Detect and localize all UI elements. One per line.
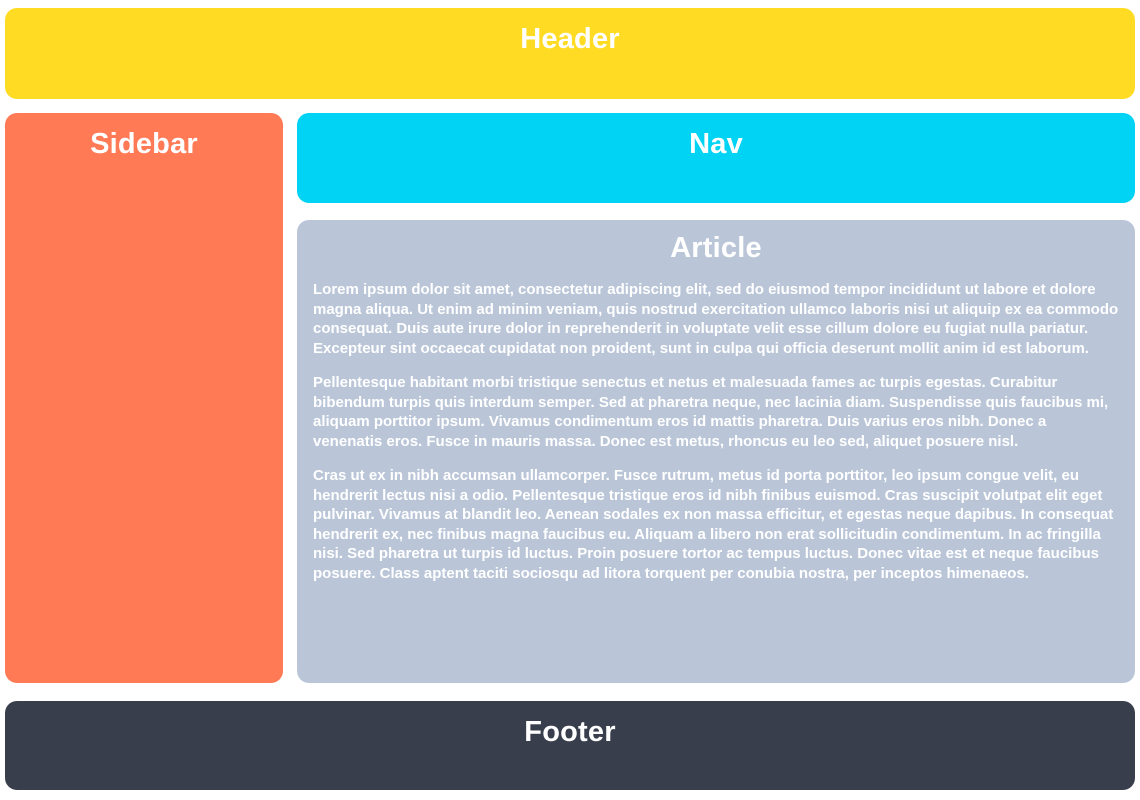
header-section: Header [5, 8, 1135, 99]
main-column: Nav Article Lorem ipsum dolor sit amet, … [297, 113, 1135, 683]
footer-section: Footer [5, 701, 1135, 790]
nav-title: Nav [689, 128, 743, 160]
article-paragraph-2: Pellentesque habitant morbi tristique se… [313, 374, 1109, 450]
article-section: Article Lorem ipsum dolor sit amet, cons… [297, 220, 1135, 683]
article-title: Article [670, 232, 762, 264]
article-paragraph-1: Lorem ipsum dolor sit amet, consectetur … [313, 281, 1119, 357]
nav-section: Nav [297, 113, 1135, 203]
sidebar-section: Sidebar [5, 113, 283, 683]
sidebar-title: Sidebar [90, 128, 198, 160]
content-row: Sidebar Nav Article Lorem ipsum dolor si… [5, 113, 1135, 683]
footer-title: Footer [524, 716, 616, 748]
header-title: Header [520, 23, 620, 55]
article-paragraph-3: Cras ut ex in nibh accumsan ullamcorper.… [313, 467, 1114, 582]
